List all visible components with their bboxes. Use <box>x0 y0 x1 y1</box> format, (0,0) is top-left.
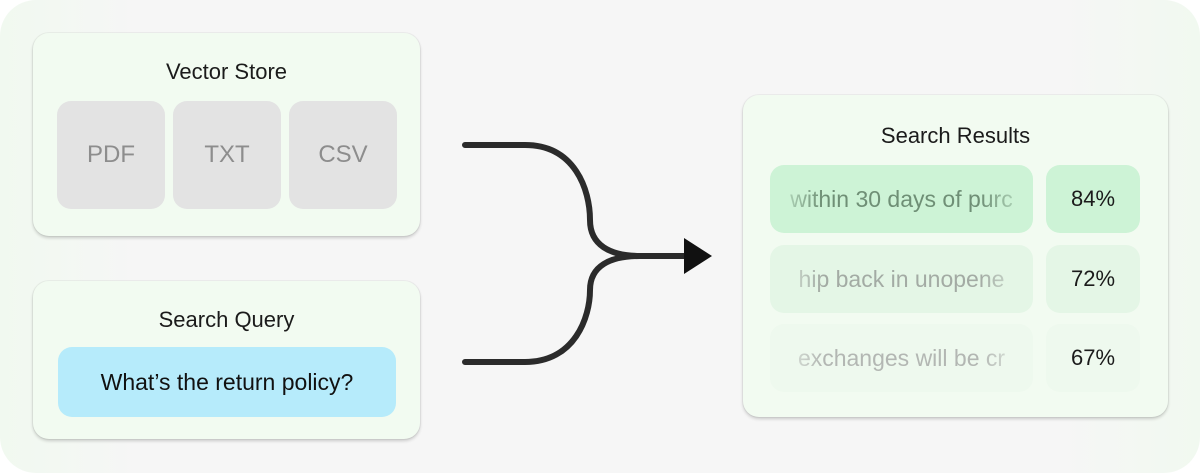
connector-from-search-query <box>462 253 643 365</box>
search-query-card: Search Query What’s the return policy? <box>33 281 420 439</box>
file-tile-txt: TXT <box>173 101 281 209</box>
result-3-score: 67% <box>1046 324 1140 392</box>
search-results-title: Search Results <box>880 123 1031 148</box>
vector-store-card: Vector Store PDF TXT CSV <box>33 33 420 236</box>
query-text-box: What’s the return policy? <box>58 347 396 417</box>
search-query-title: Search Query <box>158 307 295 332</box>
result-2-snippet: hip back in unopene <box>770 245 1033 313</box>
vector-store-title: Vector Store <box>165 59 288 84</box>
result-3-snippet: exchanges will be cr <box>770 324 1033 392</box>
result-2-score: 72% <box>1046 245 1140 313</box>
result-1-snippet: within 30 days of purc <box>770 165 1033 233</box>
connector-from-vector-store <box>462 142 643 259</box>
file-tile-csv: CSV <box>289 101 397 209</box>
search-results-card: Search Results within 30 days of purc 84… <box>743 95 1168 417</box>
arrowhead-icon <box>684 238 712 274</box>
result-1-score: 84% <box>1046 165 1140 233</box>
file-tile-pdf: PDF <box>57 101 165 209</box>
